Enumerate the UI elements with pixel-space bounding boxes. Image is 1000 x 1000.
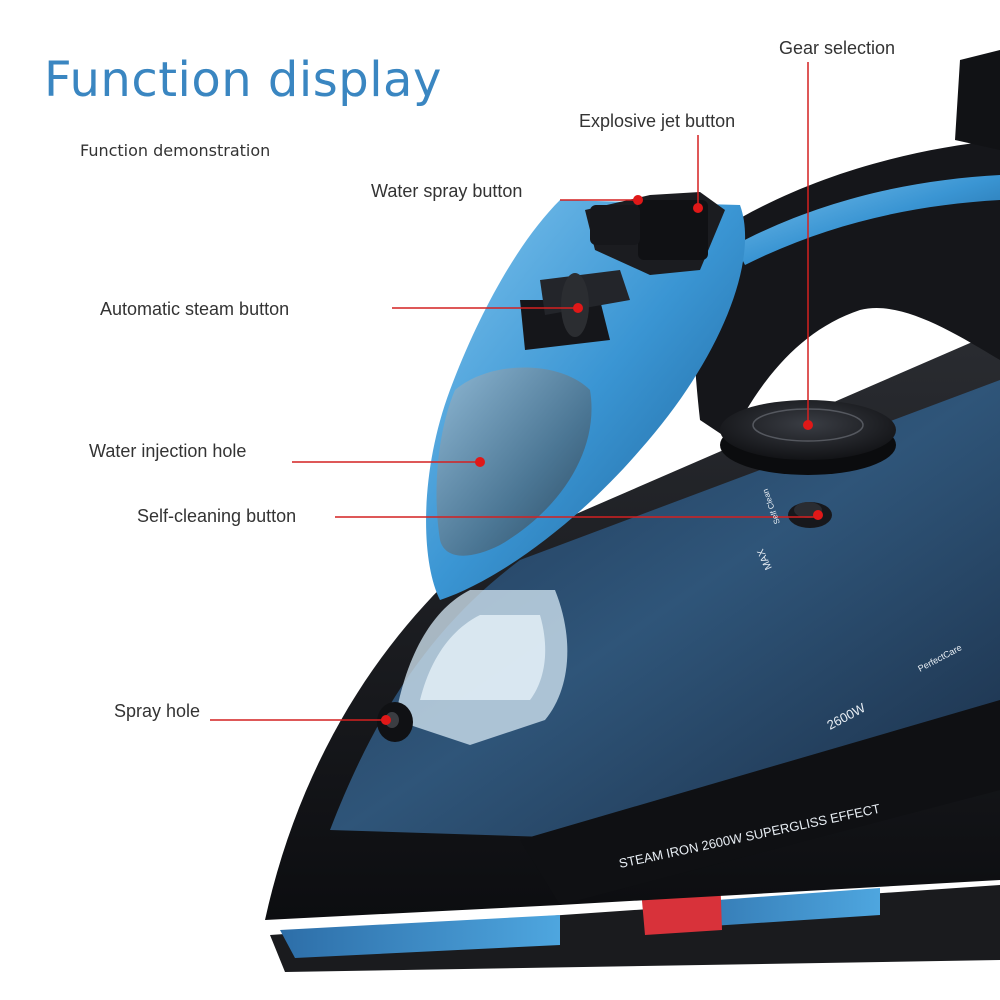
page-title: Function display xyxy=(44,52,442,108)
callout-automatic-steam-button: Automatic steam button xyxy=(100,299,290,319)
callout-spray-hole: Spray hole xyxy=(114,701,201,721)
self-cleaning-knob xyxy=(788,502,832,528)
iron-handle xyxy=(694,50,1000,440)
page-subtitle: Function demonstration xyxy=(80,141,271,160)
callout-gear-selection: Gear selection xyxy=(779,38,896,58)
iron-water-tank xyxy=(395,590,568,745)
callout-water-spray-button: Water spray button xyxy=(371,181,523,201)
iron-base-body xyxy=(265,330,1000,920)
callout-self-cleaning-button: Self-cleaning button xyxy=(137,506,297,526)
callout-lines xyxy=(210,62,818,721)
callout-dots xyxy=(381,195,823,725)
iron-front-cover xyxy=(426,192,746,600)
gear-selection-dial xyxy=(720,400,896,475)
callout-explosive-jet-button: Explosive jet button xyxy=(579,111,736,131)
callout-water-injection-hole: Water injection hole xyxy=(89,441,247,461)
